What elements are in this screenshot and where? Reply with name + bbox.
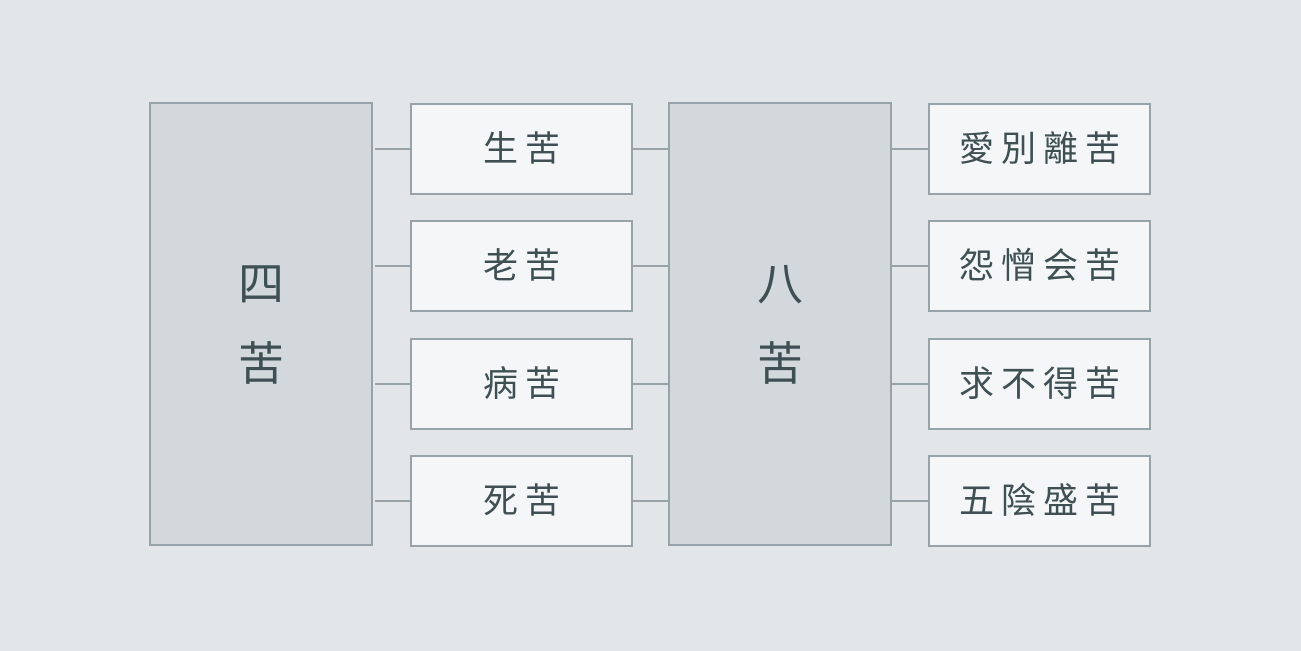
connector-line bbox=[891, 500, 928, 502]
item-label: 怨憎会苦 bbox=[958, 246, 1127, 286]
connector-line bbox=[375, 148, 410, 150]
item-label: 老苦 bbox=[482, 246, 567, 286]
item-box-birth-suffering: 生苦 bbox=[410, 103, 633, 195]
connector-line bbox=[375, 500, 410, 502]
connector-line bbox=[375, 383, 410, 385]
item-label: 死苦 bbox=[482, 481, 567, 521]
item-box-death-suffering: 死苦 bbox=[410, 455, 633, 547]
item-box-aging-suffering: 老苦 bbox=[410, 220, 633, 312]
connector-line bbox=[633, 265, 668, 267]
item-label: 五陰盛苦 bbox=[958, 481, 1127, 521]
item-box-sickness-suffering: 病苦 bbox=[410, 338, 633, 430]
item-label: 求不得苦 bbox=[958, 364, 1127, 404]
item-box-meeting-the-hated: 怨憎会苦 bbox=[928, 220, 1151, 312]
connector-line bbox=[375, 265, 410, 267]
item-box-separation-from-loved: 愛別離苦 bbox=[928, 103, 1151, 195]
item-label: 病苦 bbox=[482, 364, 567, 404]
item-box-not-getting-desired: 求不得苦 bbox=[928, 338, 1151, 430]
item-label: 生苦 bbox=[482, 129, 567, 169]
group-label-char: 四 bbox=[238, 258, 284, 310]
connector-line bbox=[891, 265, 928, 267]
connector-line bbox=[633, 383, 668, 385]
group-label-char: 苦 bbox=[238, 338, 284, 390]
connector-line bbox=[633, 500, 668, 502]
group-box-eight-sufferings: 八 苦 bbox=[668, 102, 892, 546]
item-label: 愛別離苦 bbox=[958, 129, 1127, 169]
group-box-four-sufferings: 四 苦 bbox=[149, 102, 373, 546]
group-label-char: 八 bbox=[757, 258, 803, 310]
group-label-char: 苦 bbox=[757, 338, 803, 390]
item-box-five-aggregates: 五陰盛苦 bbox=[928, 455, 1151, 547]
connector-line bbox=[633, 148, 668, 150]
connector-line bbox=[891, 148, 928, 150]
connector-line bbox=[891, 383, 928, 385]
